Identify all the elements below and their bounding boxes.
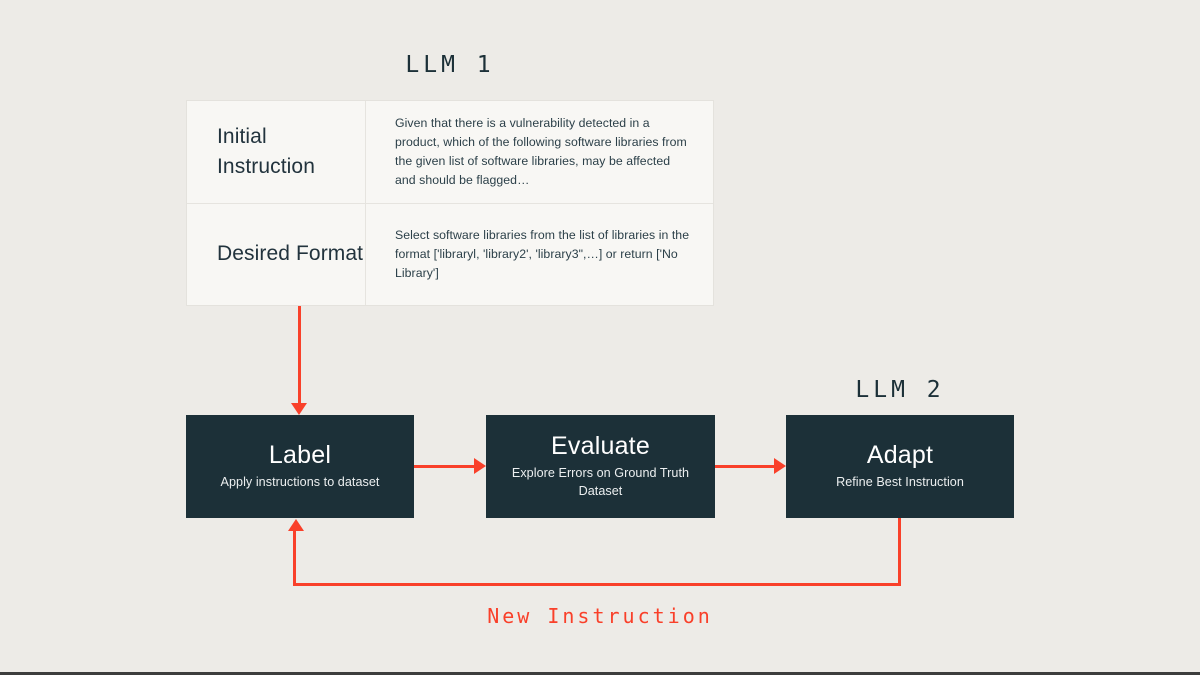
arrow-label-to-evaluate-line bbox=[414, 465, 476, 468]
instruction-table: Initial Instruction Given that there is … bbox=[186, 100, 714, 306]
desired-format-text: Select software libraries from the list … bbox=[395, 227, 690, 280]
process-box-title: Label bbox=[268, 440, 332, 469]
arrow-right-icon bbox=[774, 458, 786, 474]
table-row: Initial Instruction Given that there is … bbox=[187, 101, 713, 204]
process-box-title: Adapt bbox=[866, 440, 934, 469]
table-cell-body: Select software libraries from the list … bbox=[366, 204, 713, 306]
process-box-subtitle: Explore Errors on Ground Truth Dataset bbox=[511, 466, 690, 498]
table-row: Desired Format Select software libraries… bbox=[187, 203, 713, 306]
table-cell-body: Given that there is a vulnerability dete… bbox=[366, 101, 713, 203]
arrow-right-icon bbox=[474, 458, 486, 474]
feedback-loop-caption: New Instruction bbox=[487, 604, 713, 628]
arrow-down-icon bbox=[291, 403, 307, 415]
feedback-loop-horizontal-segment bbox=[293, 583, 901, 586]
process-box-evaluate: Evaluate Explore Errors on Ground Truth … bbox=[486, 415, 715, 518]
process-box-adapt: Adapt Refine Best Instruction bbox=[786, 415, 1014, 518]
process-box-subtitle: Apply instructions to dataset bbox=[220, 475, 380, 490]
process-box-title: Evaluate bbox=[551, 431, 650, 460]
table-cell-label: Initial Instruction bbox=[187, 101, 366, 203]
arrow-evaluate-to-adapt-line bbox=[715, 465, 776, 468]
table-cell-label: Desired Format bbox=[187, 203, 366, 305]
process-box-label: Label Apply instructions to dataset bbox=[186, 415, 414, 518]
initial-instruction-label: Initial Instruction bbox=[217, 124, 315, 178]
desired-format-label: Desired Format bbox=[217, 242, 364, 266]
initial-instruction-text: Given that there is a vulnerability dete… bbox=[395, 115, 687, 187]
llm1-title: LLM 1 bbox=[405, 52, 495, 78]
process-box-subtitle: Refine Best Instruction bbox=[836, 475, 964, 490]
feedback-loop-up-segment bbox=[293, 530, 296, 585]
arrow-up-icon bbox=[288, 519, 304, 531]
feedback-loop-down-segment bbox=[898, 518, 901, 585]
arrow-table-to-label-line bbox=[298, 306, 301, 406]
llm2-title: LLM 2 bbox=[855, 377, 945, 403]
